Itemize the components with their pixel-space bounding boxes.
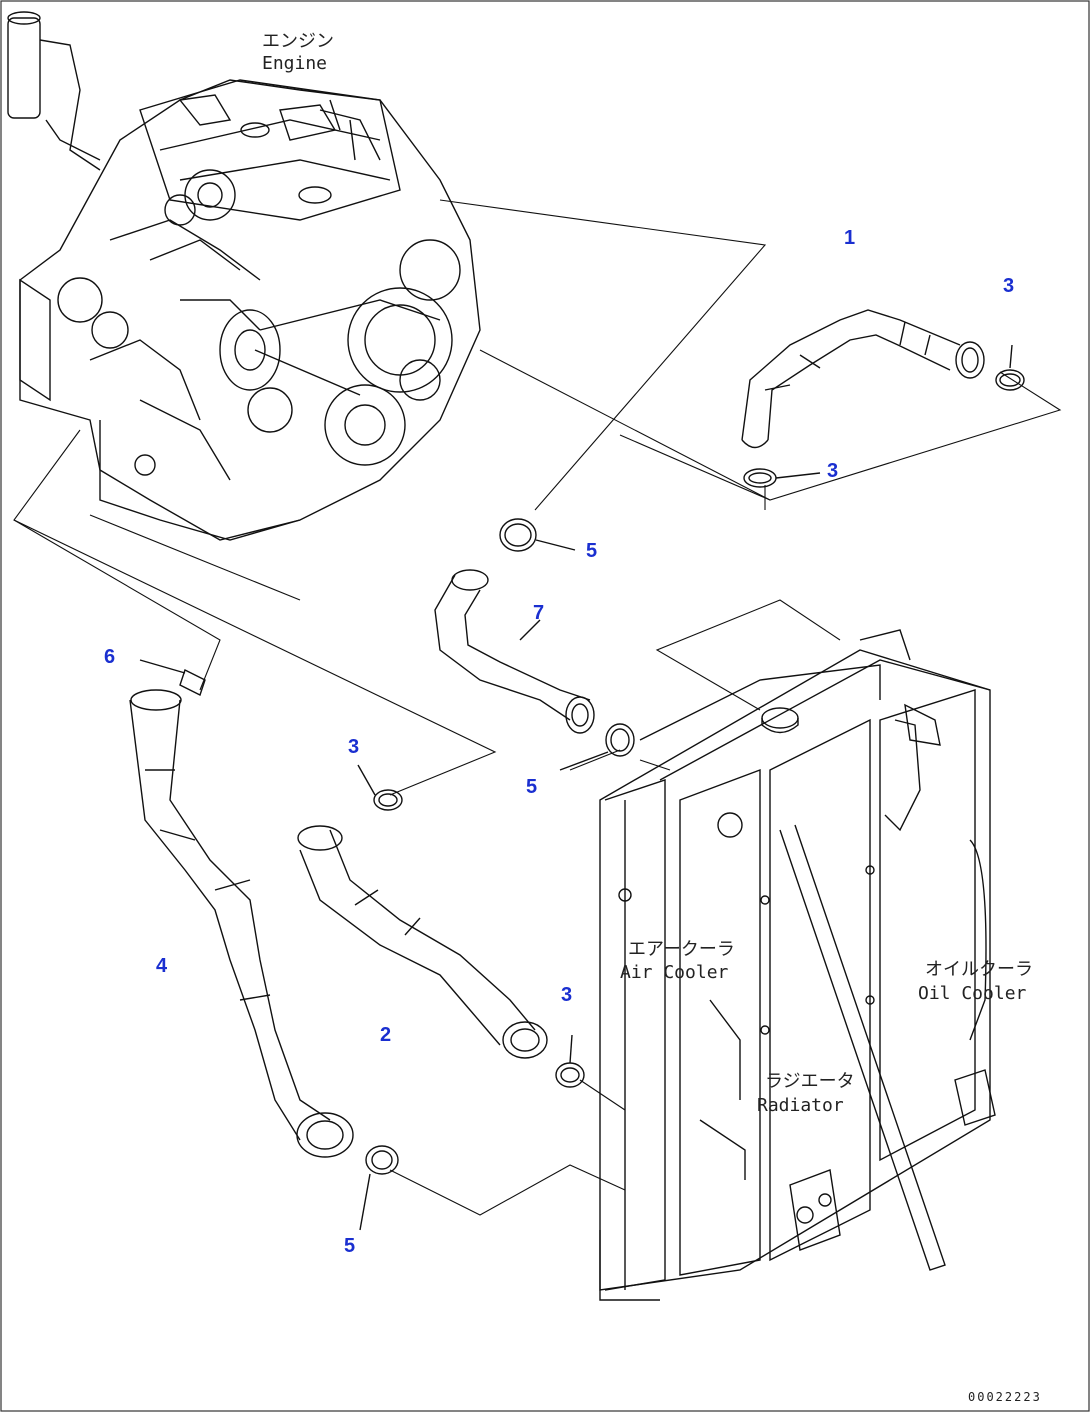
callout-1-hose[interactable]: 1 <box>844 227 856 249</box>
callout-3-clamp-lower[interactable]: 3 <box>561 984 573 1006</box>
callout-7-hose[interactable]: 7 <box>533 602 545 624</box>
figure-code: 00022223 <box>968 1390 1042 1404</box>
engine-label-jp: エンジン <box>262 31 334 52</box>
clamp-6 <box>139 659 206 696</box>
callout-3-clamp-upper[interactable]: 3 <box>827 460 839 482</box>
clamp-5-mid <box>559 723 635 771</box>
air-cooler-label-jp: エアークーラ <box>628 939 735 960</box>
radiator-label-en: Radiator <box>757 1095 844 1116</box>
callout-5-clamp-mid[interactable]: 5 <box>526 776 538 798</box>
callout-6-clamp[interactable]: 6 <box>104 646 116 668</box>
radiator-label-jp: ラジエータ <box>765 1071 855 1092</box>
engine-label-en: Engine <box>262 53 328 74</box>
oil-cooler-label-en: Oil Cooler <box>918 983 1027 1004</box>
leader-lines <box>13 199 1062 1216</box>
callout-5-clamp-upper[interactable]: 5 <box>586 540 598 562</box>
clamp-3-left <box>357 764 403 811</box>
callout-2-hose[interactable]: 2 <box>380 1024 392 1046</box>
air-cooler-label-en: Air Cooler <box>620 962 729 983</box>
hose-1 <box>741 309 985 449</box>
clamp-3-lower <box>555 1034 585 1088</box>
clamp-5-lower <box>359 1145 399 1231</box>
callout-3-clamp-upper-right[interactable]: 3 <box>1003 275 1015 297</box>
callout-3-clamp-left[interactable]: 3 <box>348 736 360 758</box>
hose-4 <box>129 689 354 1158</box>
clamp-3-mid <box>743 468 821 488</box>
oil-cooler-label-jp: オイルクーラ <box>925 959 1033 980</box>
clamp-3-top-right <box>995 344 1025 391</box>
clamp-5-top <box>499 518 576 552</box>
radiator-drawing <box>599 629 996 1301</box>
callout-5-clamp-lower[interactable]: 5 <box>344 1235 356 1257</box>
hose-7 <box>434 569 595 734</box>
callout-4-hose[interactable]: 4 <box>156 955 168 977</box>
engine-drawing <box>7 11 481 541</box>
hose-2 <box>297 825 548 1059</box>
